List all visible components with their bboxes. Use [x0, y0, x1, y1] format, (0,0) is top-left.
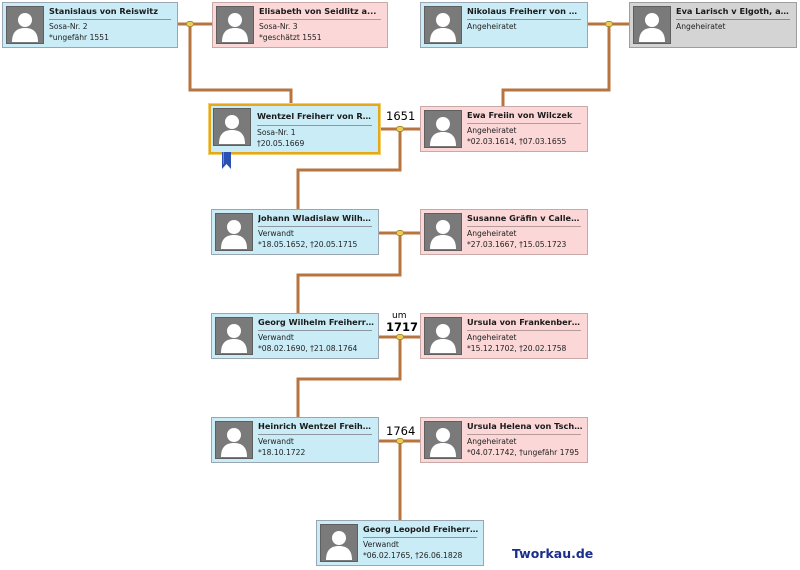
person-name: Eva Larisch v Elgoth, au... — [676, 6, 792, 16]
person-card-johann[interactable]: Johann Wladislaw Wilhelm... Verwandt *18… — [211, 209, 379, 255]
person-dates: *15.12.1702, †20.02.1758 — [467, 344, 567, 353]
divider — [467, 123, 581, 124]
person-dates: *ungefähr 1551 — [49, 33, 109, 42]
person-relation: Angeheiratet — [467, 437, 517, 446]
marriage-year-1764: 1764 — [386, 424, 416, 438]
person-name: Elisabeth von Seidlitz a... — [259, 6, 377, 16]
person-silhouette-icon — [424, 6, 462, 44]
person-card-susanne[interactable]: Susanne Gräfin v Callenberg Angeheiratet… — [420, 209, 588, 255]
person-card-elisabeth[interactable]: Elisabeth von Seidlitz a... Sosa-Nr. 3 *… — [212, 2, 388, 48]
marriage-rings-icon — [396, 126, 404, 132]
person-dates: *02.03.1614, †07.03.1655 — [467, 137, 567, 146]
person-name: Ursula von Frankenberg u... — [467, 317, 583, 327]
person-dates: †20.05.1669 — [257, 139, 305, 148]
marriage-year-1651: 1651 — [386, 109, 416, 123]
person-name: Georg Wilhelm Freiherr v... — [258, 317, 374, 327]
person-dates: *18.10.1722 — [258, 448, 306, 457]
connector-m3-down — [296, 335, 402, 419]
person-dates: *06.02.1765, †26.06.1828 — [363, 551, 463, 560]
person-card-stanislaus[interactable]: Stanislaus von Reiswitz Sosa-Nr. 2 *unge… — [2, 2, 178, 48]
divider — [676, 19, 790, 20]
person-relation: Sosa-Nr. 1 — [257, 128, 296, 137]
person-dates: *geschätzt 1551 — [259, 33, 322, 42]
person-relation: Angeheiratet — [467, 126, 517, 135]
connector-gen0-right-down — [501, 22, 611, 107]
person-dates: *18.05.1652, †20.05.1715 — [258, 240, 358, 249]
divider — [467, 19, 581, 20]
person-silhouette-icon — [213, 108, 251, 146]
divider — [363, 537, 477, 538]
person-card-nikolaus[interactable]: Nikolaus Freiherr von Wi... Angeheiratet — [420, 2, 588, 48]
person-name: Stanislaus von Reiswitz — [49, 6, 158, 16]
marriage-year-1717: 1717 — [386, 320, 419, 334]
person-relation: Sosa-Nr. 2 — [49, 22, 88, 31]
divider — [49, 19, 171, 20]
person-relation: Sosa-Nr. 3 — [259, 22, 298, 31]
marriage-rings-icon — [396, 334, 404, 340]
marriage-rings-icon — [396, 230, 404, 236]
marriage-year-qualifier: um — [392, 311, 407, 321]
person-name: Nikolaus Freiherr von Wi... — [467, 6, 583, 16]
person-silhouette-icon — [633, 6, 671, 44]
person-name: Wentzel Freiherr von Rei... — [257, 111, 374, 121]
person-silhouette-icon — [6, 6, 44, 44]
person-dates: *08.02.1690, †21.08.1764 — [258, 344, 358, 353]
person-relation: Angeheiratet — [467, 333, 517, 342]
person-relation: Angeheiratet — [676, 22, 726, 31]
person-silhouette-icon — [215, 421, 253, 459]
person-card-ewa[interactable]: Ewa Freiin von Wilczek Angeheiratet *02.… — [420, 106, 588, 152]
person-dates: *27.03.1667, †15.05.1723 — [467, 240, 567, 249]
person-relation: Verwandt — [363, 540, 399, 549]
marriage-rings-icon — [605, 21, 613, 27]
divider — [258, 434, 372, 435]
divider — [258, 330, 372, 331]
person-relation: Verwandt — [258, 333, 294, 342]
person-name: Susanne Gräfin v Callenberg — [467, 213, 583, 223]
person-card-georg-wilhelm[interactable]: Georg Wilhelm Freiherr v... Verwandt *08… — [211, 313, 379, 359]
person-silhouette-icon — [320, 524, 358, 562]
person-name: Heinrich Wentzel Freiher... — [258, 421, 374, 431]
person-silhouette-icon — [215, 213, 253, 251]
person-name: Ewa Freiin von Wilczek — [467, 110, 573, 120]
person-silhouette-icon — [216, 6, 254, 44]
person-card-ursula-frankenberg[interactable]: Ursula von Frankenberg u... Angeheiratet… — [420, 313, 588, 359]
person-name: Ursula Helena von Tscham... — [467, 421, 583, 431]
person-dates: *04.07.1742, †ungefähr 1795 — [467, 448, 580, 457]
connector-m1-down — [296, 127, 402, 211]
person-card-ursula-helena[interactable]: Ursula Helena von Tscham... Angeheiratet… — [420, 417, 588, 463]
person-name: Johann Wladislaw Wilhelm... — [258, 213, 374, 223]
brand-watermark: Tworkau.de — [512, 546, 594, 561]
divider — [257, 125, 372, 126]
divider — [258, 226, 372, 227]
divider — [467, 330, 581, 331]
person-silhouette-icon — [424, 110, 462, 148]
person-relation: Verwandt — [258, 437, 294, 446]
divider — [259, 19, 381, 20]
person-card-wentzel[interactable]: Wentzel Freiherr von Rei... Sosa-Nr. 1 †… — [209, 104, 380, 154]
person-silhouette-icon — [424, 317, 462, 355]
connector-m2-down — [296, 231, 402, 315]
bookmark-ribbon-icon[interactable] — [222, 152, 231, 169]
person-relation: Angeheiratet — [467, 22, 517, 31]
person-name: Georg Leopold Freiherr v... — [363, 524, 479, 534]
marriage-rings-icon — [186, 21, 194, 27]
person-silhouette-icon — [215, 317, 253, 355]
connector-gen0-left-down — [188, 22, 293, 107]
person-silhouette-icon — [424, 421, 462, 459]
divider — [467, 434, 581, 435]
person-card-heinrich[interactable]: Heinrich Wentzel Freiher... Verwandt *18… — [211, 417, 379, 463]
person-relation: Verwandt — [258, 229, 294, 238]
person-relation: Angeheiratet — [467, 229, 517, 238]
divider — [467, 226, 581, 227]
person-card-eva[interactable]: Eva Larisch v Elgoth, au... Angeheiratet — [629, 2, 797, 48]
person-card-georg-leopold[interactable]: Georg Leopold Freiherr v... Verwandt *06… — [316, 520, 484, 566]
person-silhouette-icon — [424, 213, 462, 251]
marriage-rings-icon — [396, 438, 404, 444]
